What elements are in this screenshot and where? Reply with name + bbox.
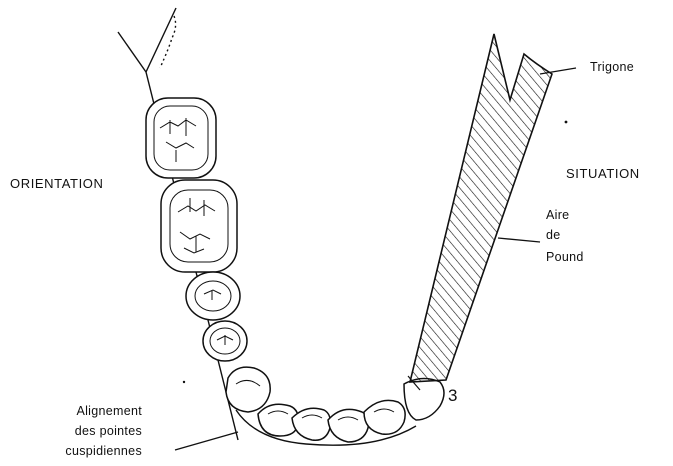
- alignement-leader-line: [175, 432, 238, 450]
- tooth-incisor-3: [328, 409, 368, 442]
- tooth-canine: [226, 367, 270, 412]
- tooth-incisor-4: [364, 400, 405, 434]
- incisor-row: [258, 378, 444, 442]
- pound-leader-line: [498, 238, 540, 242]
- pound-label: Pound: [546, 250, 584, 264]
- tooth-3: [404, 378, 444, 420]
- alignement-label-line1: Alignement: [40, 404, 142, 418]
- orientation-label: ORIENTATION: [10, 176, 104, 191]
- alignement-label-line3: cuspidiennes: [40, 444, 142, 458]
- trigone-label: Trigone: [590, 60, 634, 74]
- pound-area: [410, 34, 552, 382]
- left-tooth-row: [146, 98, 270, 412]
- aire-label: Aire: [546, 208, 569, 222]
- speck-mark: [183, 381, 185, 383]
- alignement-label-line2: des pointes: [40, 424, 142, 438]
- tooth-number-label: 3: [448, 386, 457, 406]
- situation-label: SITUATION: [566, 166, 640, 181]
- speck-mark: [565, 121, 568, 124]
- de-label: de: [546, 228, 561, 242]
- tooth-incisor-2: [292, 408, 330, 440]
